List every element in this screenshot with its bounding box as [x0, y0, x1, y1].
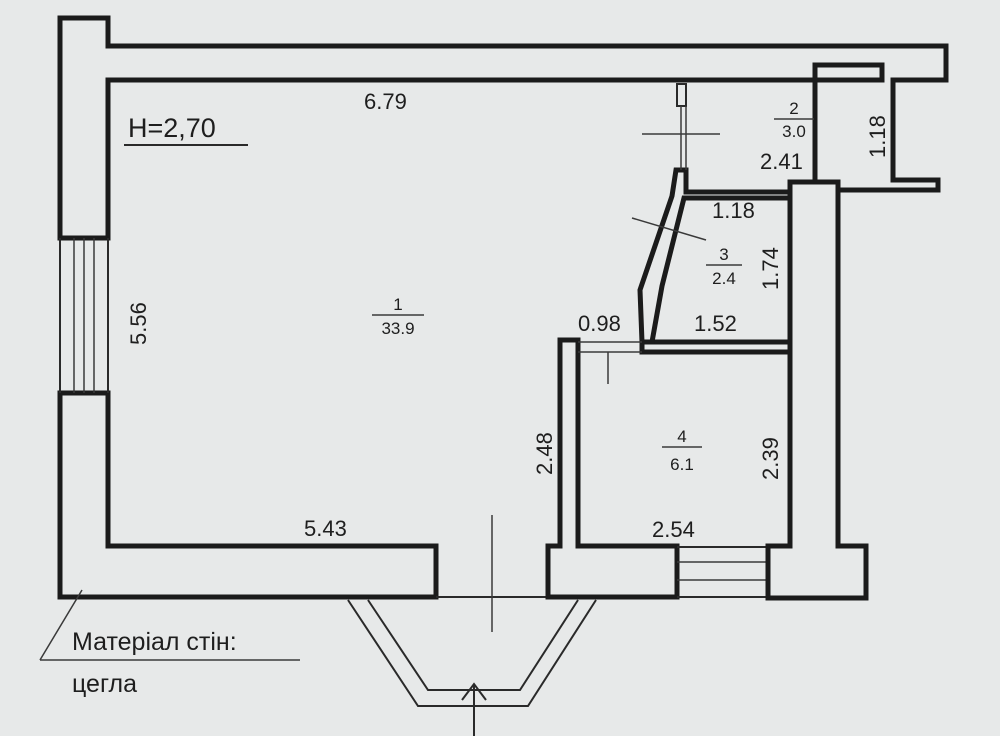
dim-room4-bottom: 2.54 [652, 517, 695, 542]
svg-text:6.1: 6.1 [670, 455, 694, 474]
svg-text:3: 3 [719, 245, 728, 264]
svg-text:3.0: 3.0 [782, 122, 806, 141]
entrance-doorway [436, 515, 548, 632]
dim-room3-top: 1.18 [712, 198, 755, 223]
dim-room2-height: 1.18 [865, 115, 890, 158]
passage-room4 [578, 341, 642, 384]
dim-passage: 0.98 [578, 311, 621, 336]
dim-bottom-main: 5.43 [304, 516, 347, 541]
svg-text:4: 4 [677, 427, 686, 446]
partition-room3-room4 [639, 339, 793, 355]
ceiling-height-label: H=2,70 [128, 113, 216, 143]
rear-steps [677, 546, 768, 598]
wall-material-value: цегла [72, 670, 137, 698]
right-wall [765, 179, 869, 601]
bottom-right-wall [545, 337, 680, 600]
dim-left-main: 5.56 [126, 302, 151, 345]
room-4-label: 4 6.1 [662, 427, 702, 474]
dim-room3-bottom: 1.52 [694, 311, 737, 336]
door-room2 [642, 83, 720, 170]
door-room3 [631, 217, 707, 241]
entrance-porch [347, 599, 597, 736]
room-2-label: 2 3.0 [774, 99, 814, 141]
dim-room2-width: 2.41 [760, 149, 803, 174]
svg-text:2.4: 2.4 [712, 269, 736, 288]
partition-room3-left [637, 167, 793, 345]
dim-room4-left: 2.48 [532, 432, 557, 475]
svg-text:2: 2 [789, 99, 798, 118]
wall-material-label: Матеріал стін: [72, 628, 237, 656]
dim-room4-right: 2.39 [758, 437, 783, 480]
dim-top-main: 6.79 [364, 89, 407, 114]
svg-text:1: 1 [393, 295, 402, 314]
room-1-label: 1 33.9 [372, 295, 424, 338]
material-leader [39, 589, 83, 661]
room-3-label: 3 2.4 [706, 245, 742, 288]
left-window [59, 238, 109, 393]
left-wall-lower [57, 390, 439, 600]
dim-room3-height: 1.74 [758, 247, 783, 290]
svg-text:33.9: 33.9 [381, 319, 414, 338]
